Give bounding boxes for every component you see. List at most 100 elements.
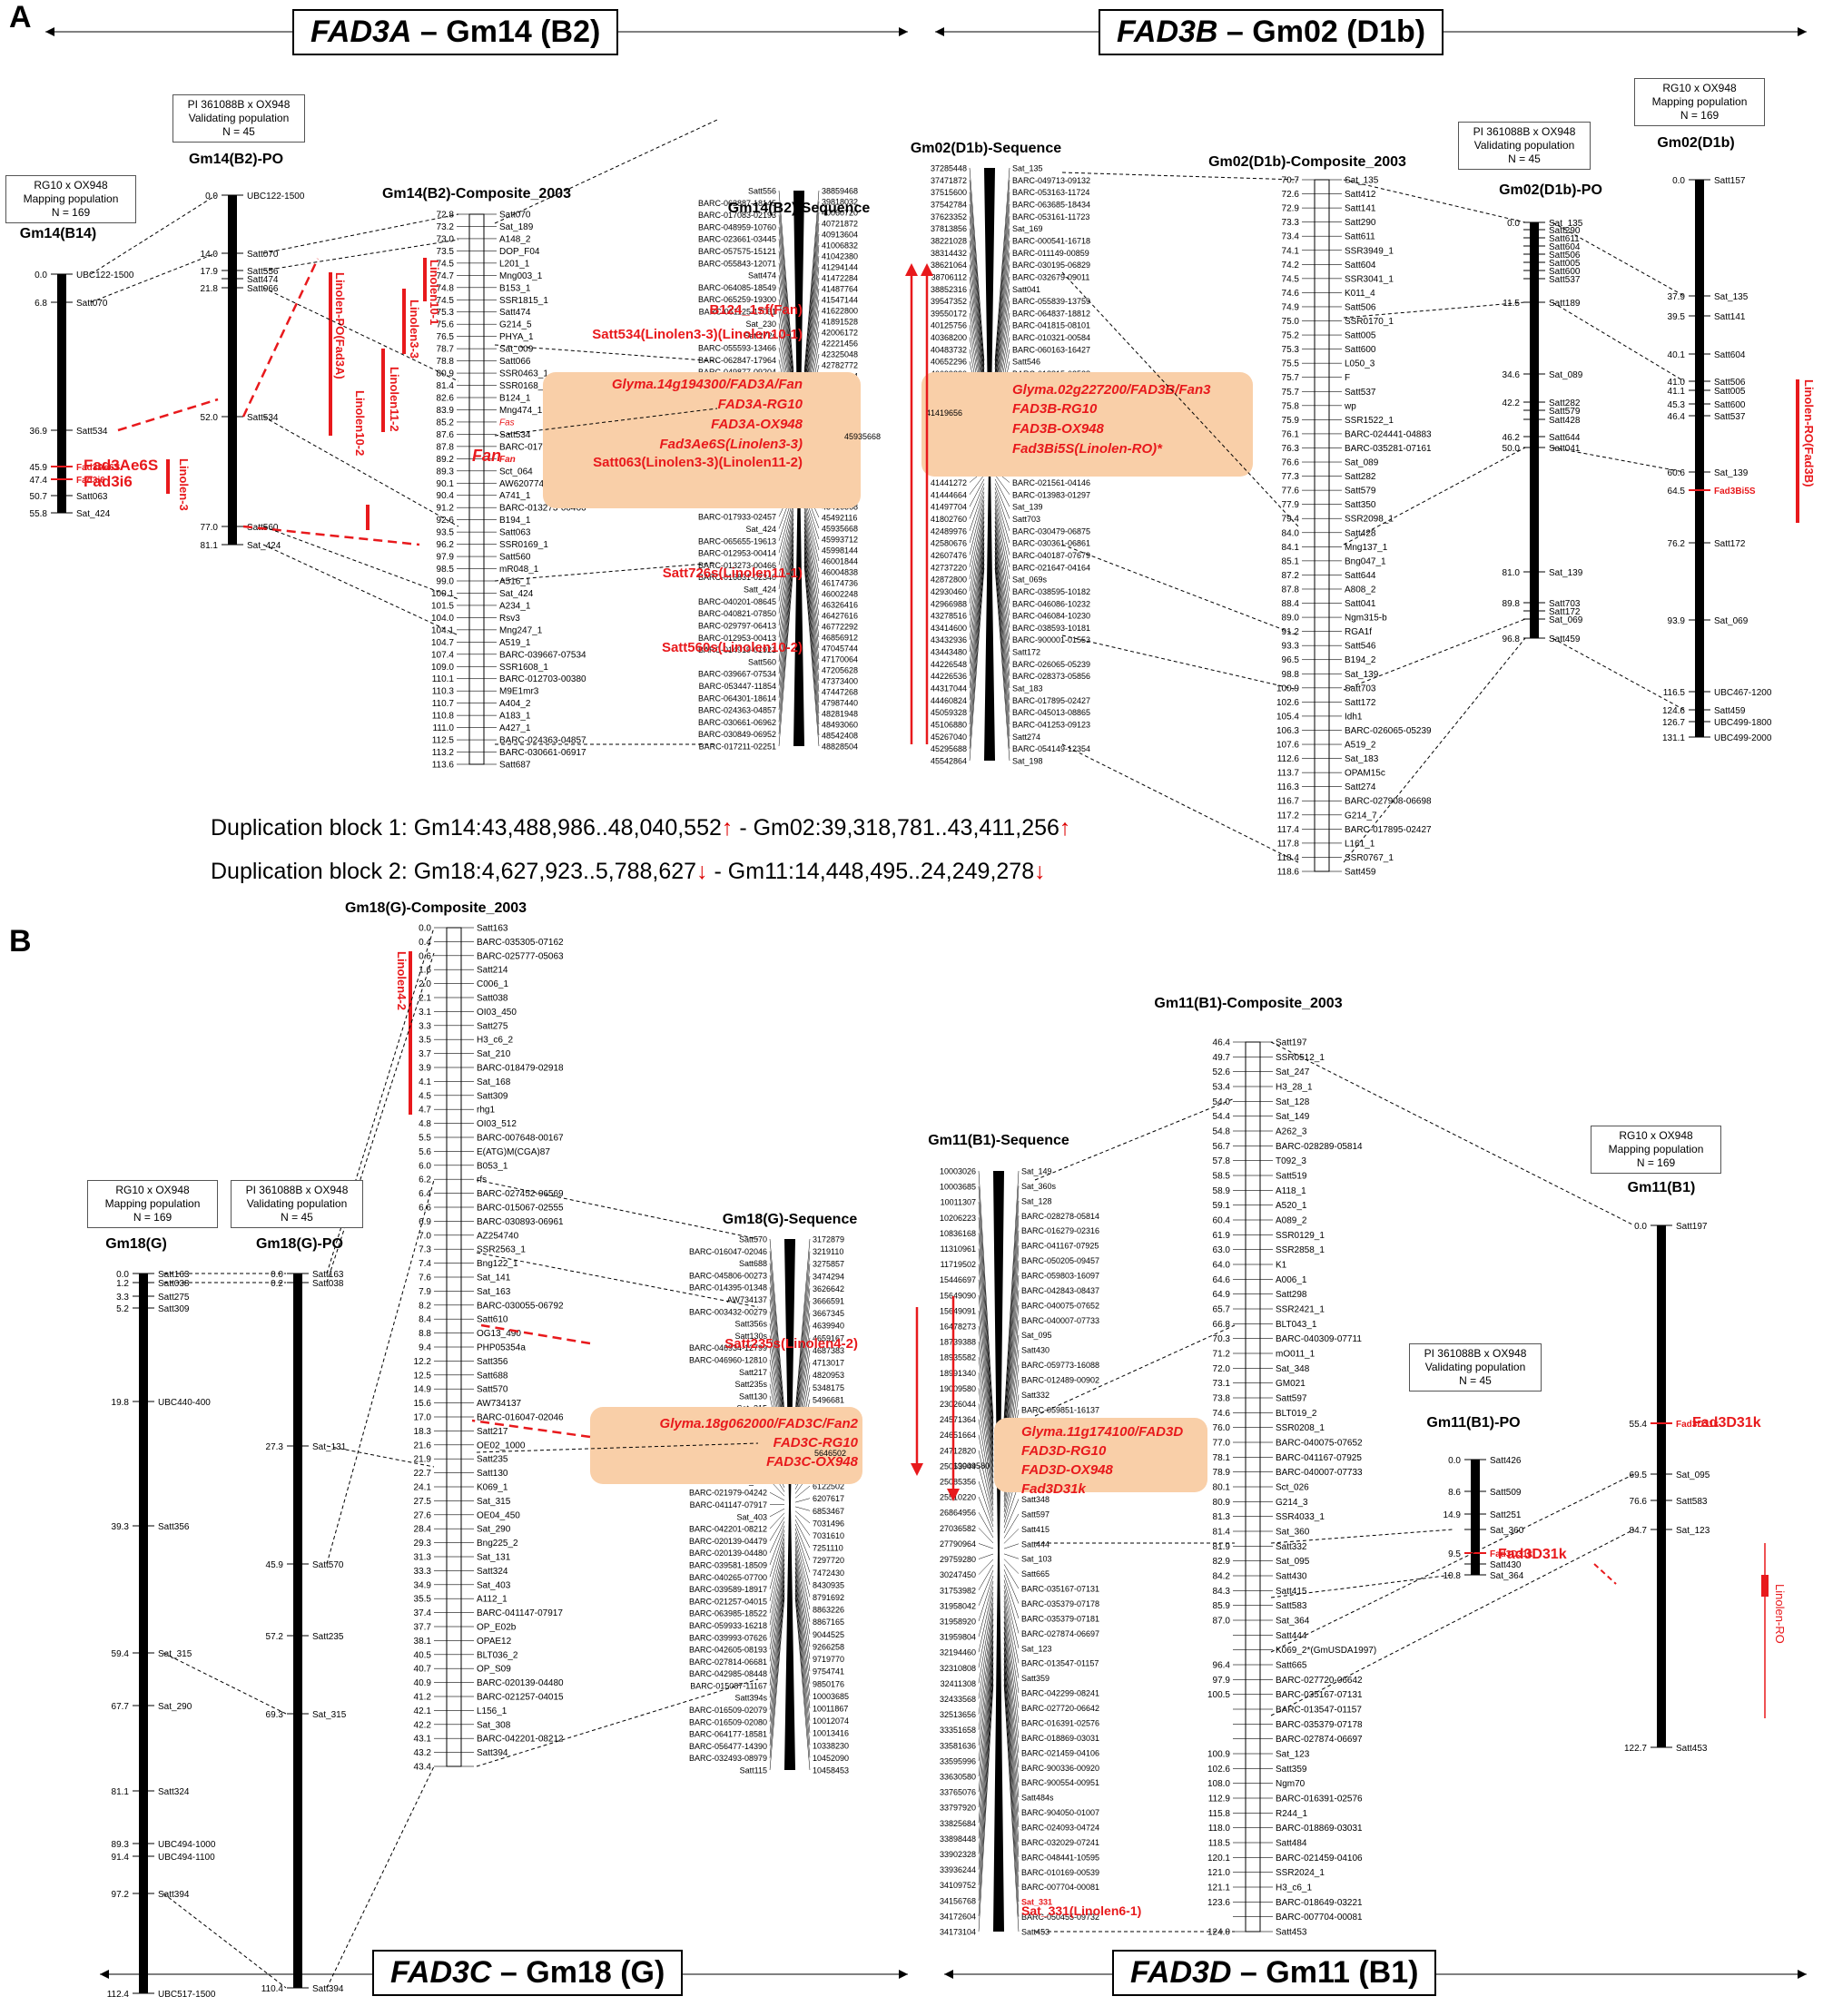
marker-pos: 38.1 xyxy=(414,1637,432,1647)
marker-name: K1 xyxy=(1276,1261,1287,1271)
marker-pos: 115.8 xyxy=(1208,1809,1231,1819)
marker-name: A006_1 xyxy=(1276,1275,1307,1285)
seq-fan xyxy=(994,513,1010,604)
marker-name: Satt519 xyxy=(1276,1172,1307,1182)
seq-marker: Satt415 xyxy=(1021,1525,1049,1534)
seq-position: 40368200 xyxy=(931,333,967,342)
gene-chrom-fad3a: – Gm14 (B2) xyxy=(411,15,601,49)
seq-marker: BARC-021561-04146 xyxy=(1012,478,1090,487)
marker-pos: 54.0 xyxy=(1213,1097,1231,1107)
marker-name: Satt583 xyxy=(1676,1497,1708,1507)
marker-pos: 105.4 xyxy=(1276,712,1299,722)
marker-name: UBC499-2000 xyxy=(1714,733,1772,743)
marker-pos: 2.0 xyxy=(419,979,431,989)
marker-name: Satt604 xyxy=(1714,350,1746,360)
seq-position: 48542408 xyxy=(822,732,858,741)
annot-satt726: Satt726s(Linolen11-1) xyxy=(663,565,803,581)
marker-name: BARC-007704-00081 xyxy=(1276,1913,1363,1923)
marker-name: F xyxy=(1345,373,1350,383)
marker-pos: 3.3 xyxy=(419,1021,431,1031)
marker-name: Sat_424 xyxy=(499,589,534,599)
marker-pos: 124.6 xyxy=(1662,706,1685,716)
seq-fan xyxy=(978,1629,994,1777)
marker-name: BLT019_2 xyxy=(1276,1409,1317,1419)
seq-position: 45935668 xyxy=(822,525,858,534)
seq-position: 27036582 xyxy=(940,1524,976,1533)
seq-fan xyxy=(1003,1642,1020,1813)
marker-name: Satt356 xyxy=(158,1522,190,1532)
marker-pos: 113.7 xyxy=(1277,769,1300,779)
seq-marker: BARC-012489-00902 xyxy=(1021,1376,1099,1385)
seq-fan xyxy=(1003,1574,1020,1619)
marker-pos: 0.0 xyxy=(1448,1456,1461,1466)
marker-pos: 87.2 xyxy=(1282,571,1300,581)
seq-position: 33630580 xyxy=(940,1772,976,1781)
seq-fan xyxy=(978,1657,994,1854)
chromosome-bar-gm11_rg xyxy=(1657,1225,1666,1747)
seq-fan xyxy=(769,1238,785,1412)
seq-position: 33902328 xyxy=(940,1850,976,1859)
panel-label-a: A xyxy=(9,0,32,34)
marker-pos: 47.4 xyxy=(30,476,48,486)
marker-pos: 81.3 xyxy=(1213,1512,1231,1522)
marker-name: Bng122_1 xyxy=(477,1259,518,1269)
map-connector xyxy=(494,408,718,437)
marker-pos: 3.1 xyxy=(419,1008,431,1018)
marker-name: A234_1 xyxy=(499,601,531,611)
seq-marker: Satt597 xyxy=(1021,1510,1049,1519)
marker-pos: 78.8 xyxy=(437,357,455,367)
annot-pos-gm14: 45935668 xyxy=(844,432,881,441)
seq-fan xyxy=(994,192,1010,369)
seq-fan xyxy=(1003,1499,1020,1533)
seq-position: 34109752 xyxy=(940,1881,976,1890)
marker-name: BARC-013273-00466 xyxy=(499,504,586,514)
marker-name: Satt290 xyxy=(1345,218,1376,228)
qtl-label-linolen-ro-d: Linolen-RO xyxy=(1773,1584,1787,1644)
marker-pos: 59.4 xyxy=(112,1649,130,1659)
seq-fan xyxy=(769,1517,785,1541)
marker-name: UBC467-1200 xyxy=(1714,688,1772,698)
marker-name: Satt235 xyxy=(477,1455,508,1465)
seq-fan xyxy=(794,1579,811,1721)
seq-marker: BARC-028278-05814 xyxy=(1021,1212,1099,1221)
seq-marker: BARC-028373-05856 xyxy=(1012,672,1090,681)
marker-pos: 28.4 xyxy=(414,1525,432,1535)
seq-position: 45542864 xyxy=(931,757,967,766)
dup-arrow-gm02-head xyxy=(921,263,933,276)
annot-sat331: Sat_331(Linolen6-1) xyxy=(1021,1903,1141,1918)
seq-fan xyxy=(1003,1230,1020,1440)
marker-name: Satt217 xyxy=(477,1427,508,1437)
marker-name: Satt359 xyxy=(1276,1765,1307,1775)
map-connector xyxy=(262,287,459,382)
marker-pos: 122.7 xyxy=(1624,1744,1647,1754)
seq-marker: Satt348 xyxy=(1021,1495,1049,1504)
annot-fad3bi5s: Fad3Bi5S(Linolen-RO)* xyxy=(1012,441,1163,457)
seq-fan xyxy=(994,521,1010,628)
seq-fan xyxy=(769,1274,785,1425)
marker-pos: 55.8 xyxy=(30,509,48,519)
marker-pos: 53.4 xyxy=(1213,1083,1231,1093)
marker-name: Sat_315 xyxy=(158,1649,192,1659)
marker-name: SSR2858_1 xyxy=(1276,1245,1325,1255)
seq-fan xyxy=(778,540,794,674)
seq-marker: BARC-014919-01921 xyxy=(698,645,776,654)
seq-fan xyxy=(994,538,1010,676)
seq-marker: BARC-021647-04164 xyxy=(1012,563,1090,572)
marker-name: Satt644 xyxy=(1549,433,1581,443)
marker-pos: 69.3 xyxy=(266,1710,284,1720)
marker-name: A089_2 xyxy=(1276,1216,1307,1226)
seq-fan xyxy=(978,1419,994,1506)
seq-fan xyxy=(778,536,794,662)
seq-fan xyxy=(778,515,794,602)
seq-fan xyxy=(794,1238,811,1412)
marker-pos: 90.4 xyxy=(437,491,455,501)
seq-marker: BARC-012953-00414 xyxy=(698,549,776,558)
span-arrow-fad3d-head-right xyxy=(1798,1970,1807,1979)
marker-name: A516_1 xyxy=(499,577,531,587)
seq-fan xyxy=(769,1546,785,1626)
seq-fan xyxy=(969,504,985,580)
seq-fan xyxy=(969,542,985,689)
qtl-link xyxy=(241,258,320,418)
marker-pos: 87.0 xyxy=(1213,1617,1231,1627)
pop-line: PI 361088B x OX948 xyxy=(1473,125,1576,138)
